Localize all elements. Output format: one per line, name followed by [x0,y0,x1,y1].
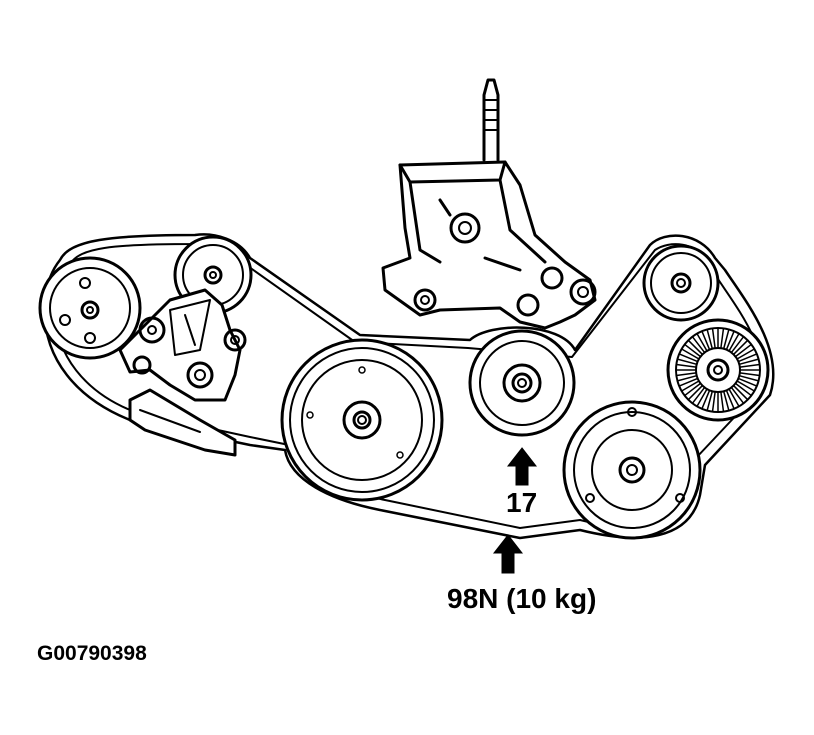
tensioner-bracket [118,288,247,457]
ac-upper-idler-pulley [642,244,720,322]
engine-mount-bracket [381,78,597,330]
power-steering-pump-pulley [38,256,142,360]
deflection-arrow [506,447,538,486]
figure-code: G00790398 [37,642,147,665]
ac-compressor-pulley [562,400,702,540]
alternator-pulley [666,318,770,422]
crankshaft-pulley [280,338,444,502]
tension-force-label: 98N (10 kg) [447,583,597,614]
force-arrow [492,534,524,574]
idler-pulley [468,329,576,437]
deflection-label: 17 [506,487,538,518]
